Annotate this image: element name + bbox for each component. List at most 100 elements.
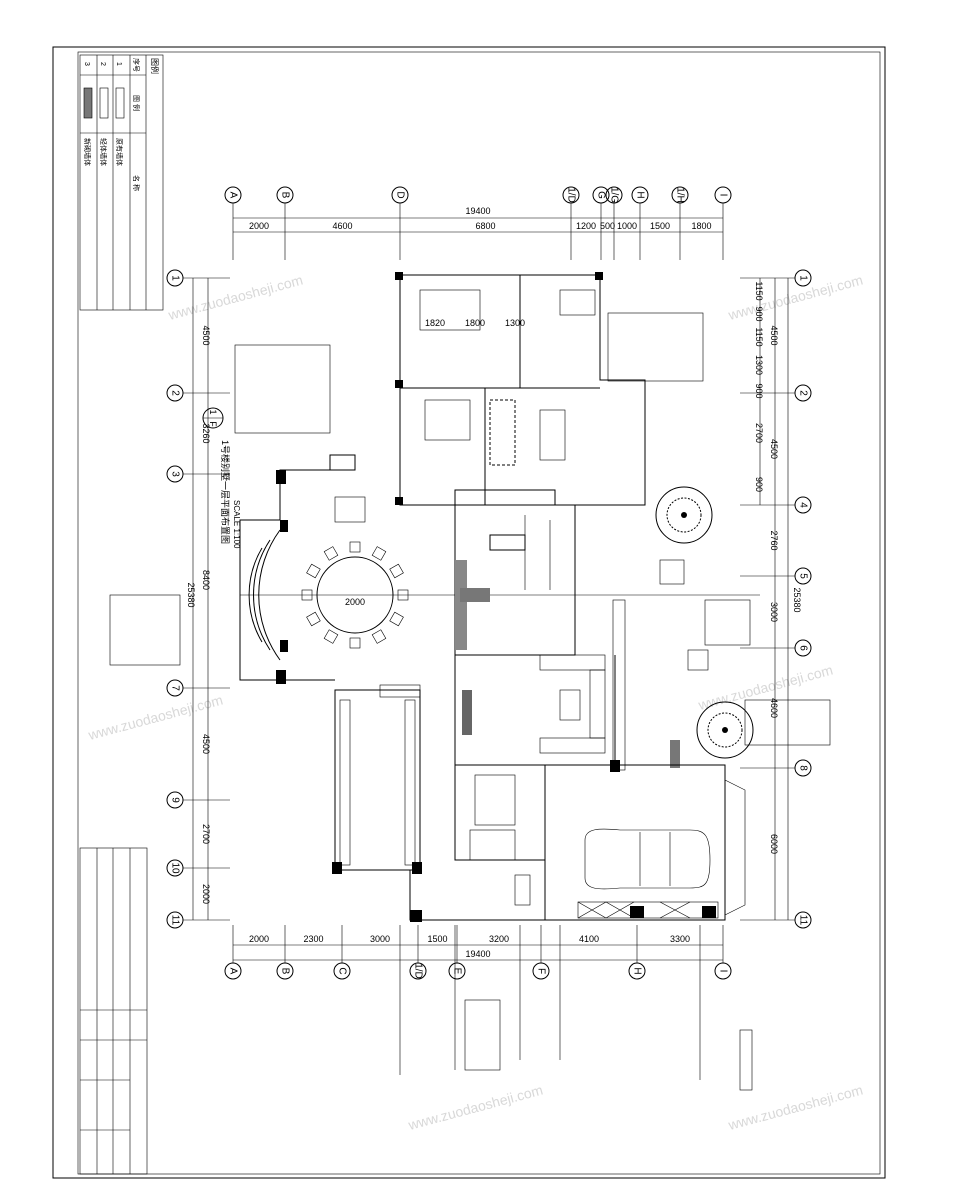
chair-icon <box>389 611 404 627</box>
axis-bottom-bubble <box>224 962 242 980</box>
svg-text:www.zuodaosheji.com: www.zuodaosheji.com <box>406 1082 545 1134</box>
axis-left-bubble <box>166 859 184 877</box>
dimension-label: 3000 <box>370 934 390 944</box>
dimension-label: 4600 <box>332 221 352 231</box>
garage-shelves <box>577 901 719 919</box>
axis-left-label: 10 <box>170 862 181 874</box>
axis-right-label: 4 <box>798 502 809 508</box>
axis-right-label: 5 <box>798 573 809 579</box>
dimension-label: 500 <box>600 221 615 231</box>
dimension-label: 900 <box>754 477 764 492</box>
chair-icon <box>323 546 339 561</box>
axis-top-bubble <box>224 186 242 204</box>
staircase-area <box>454 504 576 656</box>
bathtub-icon <box>559 289 596 316</box>
tree-icon <box>696 701 754 759</box>
axis-bottom-label: I <box>718 970 729 973</box>
dimension-label: 3260 <box>201 423 211 443</box>
svg-text:轻体墙体: 轻体墙体 <box>99 138 108 166</box>
axis-top-label: G <box>596 191 607 199</box>
axis-right-bubble <box>794 759 812 777</box>
dimension-label: 4500 <box>769 439 779 459</box>
axis-right-label: 11 <box>798 915 809 926</box>
bathtub-icon <box>539 409 566 461</box>
square-table <box>334 496 366 523</box>
counter <box>339 699 351 866</box>
counter <box>404 699 416 866</box>
axis-left-label: 2 <box>170 390 181 396</box>
svg-text:3: 3 <box>83 62 90 66</box>
svg-text:1800: 1800 <box>465 318 485 328</box>
axis-bottom-bubble <box>276 962 294 980</box>
bed-icon <box>419 289 481 331</box>
axis-right-label: 6 <box>798 645 809 651</box>
axis-top-label: 1/G <box>609 187 620 203</box>
dimension-label: 3200 <box>489 934 509 944</box>
axis-bottom-label: 1/D <box>413 963 424 979</box>
axis-left-bubble <box>166 679 184 697</box>
svg-text:1820: 1820 <box>425 318 445 328</box>
sofa <box>539 654 606 671</box>
axis-top-label: I <box>718 194 729 197</box>
dimension-label: 2760 <box>769 530 779 550</box>
dimension-label: 4500 <box>201 734 211 754</box>
fireplace <box>329 454 356 471</box>
stair-steps <box>469 829 516 861</box>
dimension-label: 2000 <box>201 884 211 904</box>
axis-right-bubble <box>794 496 812 514</box>
axis-bottom-bubble <box>409 962 427 980</box>
dimension-label: 25380 <box>792 587 802 612</box>
svg-text:1: 1 <box>115 62 122 66</box>
dimension-label: 3300 <box>670 934 690 944</box>
dimension-label: 4500 <box>201 325 211 345</box>
axis-top-bubble <box>391 186 409 204</box>
legend-table: 图例 序号 图 例 名 称 1 2 3 原有墙体 轻体墙体 新砌墙体 <box>79 54 164 311</box>
chair-icon <box>306 563 321 579</box>
dimension-label: 1200 <box>576 221 596 231</box>
axis-bottom-bubble <box>628 962 646 980</box>
axis-bottom-label: A <box>228 968 239 975</box>
svg-text:1300: 1300 <box>505 318 525 328</box>
annotation-leaders <box>109 312 831 1091</box>
chair-icon <box>389 563 404 579</box>
dimension-label: 1150 <box>754 281 764 300</box>
dining-hall-walls <box>239 469 335 681</box>
watermarks: www.zuodaosheji.com www.zuodaosheji.com … <box>86 272 865 1134</box>
axis-bottom-label: B <box>280 968 291 975</box>
axis-bottom-label: F <box>536 968 547 974</box>
axis-top-bubble <box>671 186 689 204</box>
svg-text:www.zuodaosheji.com: www.zuodaosheji.com <box>696 662 835 714</box>
axis-top-label: 1/H <box>675 187 686 203</box>
svg-text:SCALE 1:100: SCALE 1:100 <box>232 500 241 549</box>
chair-icon <box>323 629 339 644</box>
axis-left-label: 3 <box>170 471 181 477</box>
axis-bottom-bubble <box>448 962 466 980</box>
bathroom <box>474 774 516 826</box>
svg-text:F: F <box>208 421 218 427</box>
svg-text:1号楼别墅一层平面布置图: 1号楼别墅一层平面布置图 <box>220 440 231 544</box>
chair-icon <box>306 611 321 627</box>
svg-text:原有墙体: 原有墙体 <box>115 138 124 166</box>
axis-left-bubble <box>166 384 184 402</box>
axis-right-label: 2 <box>798 390 809 396</box>
dimension-label: 2700 <box>201 824 211 844</box>
dimension-label: 19400 <box>465 949 490 959</box>
sheet-border <box>52 46 886 1179</box>
axis-right-label: 1 <box>798 275 809 281</box>
svg-text:名 称: 名 称 <box>132 175 141 191</box>
axis-left-bubble <box>166 911 184 929</box>
dimension-label: 6800 <box>475 221 495 231</box>
dimension-label: 4500 <box>769 325 779 345</box>
dimension-label: 4100 <box>579 934 599 944</box>
axis-left-bubble <box>166 465 184 483</box>
svg-text:1: 1 <box>208 409 218 414</box>
svg-text:图例: 图例 <box>150 58 160 74</box>
axis-top-label: A <box>228 192 239 199</box>
dimension-label: 3000 <box>769 602 779 622</box>
axis-top-bubble <box>592 186 610 204</box>
dimension-label: 25380 <box>186 582 196 607</box>
tree-icon <box>655 486 713 544</box>
building-plan: 1820 1800 1300 2000 <box>109 272 831 1091</box>
dimension-label: 900 <box>754 383 764 398</box>
